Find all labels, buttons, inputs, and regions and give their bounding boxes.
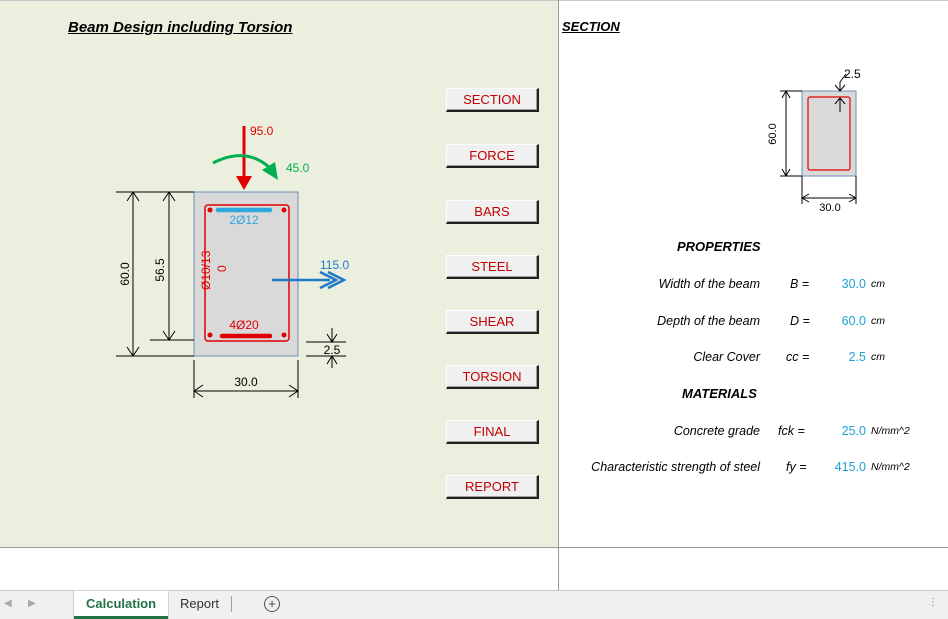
tab-report[interactable]: Report bbox=[168, 596, 233, 612]
material-value[interactable]: 415.0 bbox=[834, 460, 866, 474]
property-row-width: Width of the beam B = 30.0 cm bbox=[560, 277, 948, 295]
torsion-button[interactable]: TORSION bbox=[446, 365, 539, 389]
force-button[interactable]: FORCE bbox=[446, 144, 539, 168]
property-symbol: D = bbox=[790, 314, 810, 328]
column-divider bbox=[558, 0, 559, 590]
material-row-steel: Characteristic strength of steel fy = 41… bbox=[560, 460, 948, 478]
properties-heading: PROPERTIES bbox=[677, 239, 761, 254]
material-symbol: fy = bbox=[786, 460, 807, 474]
mini-height-label: 60.0 bbox=[767, 123, 779, 144]
mini-width-label: 30.0 bbox=[819, 202, 840, 214]
property-label: Clear Cover bbox=[693, 350, 760, 364]
property-value[interactable]: 30.0 bbox=[841, 277, 866, 291]
sheet-tab-bar: ◀ ▶ Calculation Report + ⋮ bbox=[0, 590, 948, 619]
shear-force-label: 115.0 bbox=[320, 258, 349, 272]
property-unit: cm bbox=[871, 351, 885, 363]
property-row-cover: Clear Cover cc = 2.5 cm bbox=[560, 350, 948, 368]
property-label: Depth of the beam bbox=[657, 314, 760, 328]
total-height-label: 60.0 bbox=[118, 262, 132, 286]
width-label: 30.0 bbox=[234, 375, 258, 389]
stirrup-label: Ø10/13 bbox=[199, 250, 213, 290]
cover-label: 2.5 bbox=[324, 343, 341, 357]
property-unit: cm bbox=[871, 278, 885, 290]
moment-label: 45.0 bbox=[286, 161, 310, 175]
property-symbol: B = bbox=[790, 277, 810, 291]
report-button[interactable]: REPORT bbox=[446, 475, 539, 499]
material-value[interactable]: 25.0 bbox=[841, 424, 866, 438]
stirrup-sub-label: 0 bbox=[215, 265, 229, 272]
bottom-bars-label: 4Ø20 bbox=[229, 318, 259, 332]
axial-force-label: 95.0 bbox=[250, 124, 274, 138]
top-bars-label: 2Ø12 bbox=[229, 213, 259, 227]
mini-cover-label: 2.5 bbox=[844, 67, 861, 81]
page-title: Beam Design including Torsion bbox=[68, 19, 293, 36]
material-symbol: fck = bbox=[778, 424, 805, 438]
section-title: SECTION bbox=[562, 19, 620, 34]
stirrup bbox=[204, 204, 290, 342]
material-unit: N/mm^2 bbox=[871, 425, 910, 437]
add-sheet-icon[interactable]: + bbox=[264, 596, 280, 612]
mini-section-diagram: 2.5 60.0 30.0 bbox=[767, 67, 861, 214]
effective-depth-label: 56.5 bbox=[153, 258, 167, 282]
scroll-right-icon[interactable]: ▶ bbox=[28, 598, 36, 609]
concrete-section bbox=[193, 191, 299, 357]
more-options-icon[interactable]: ⋮ bbox=[928, 597, 938, 608]
material-label: Characteristic strength of steel bbox=[591, 460, 760, 474]
final-button[interactable]: FINAL bbox=[446, 420, 539, 444]
property-value[interactable]: 60.0 bbox=[841, 314, 866, 328]
material-unit: N/mm^2 bbox=[871, 461, 910, 473]
property-label: Width of the beam bbox=[658, 277, 760, 291]
beam-section-diagram: 2Ø12 4Ø20 Ø10/13 0 60.0 56.5 30.0 2.5 95… bbox=[116, 124, 349, 398]
property-unit: cm bbox=[871, 315, 885, 327]
property-row-depth: Depth of the beam D = 60.0 cm bbox=[560, 314, 948, 332]
materials-heading: MATERIALS bbox=[682, 386, 757, 401]
scroll-left-icon[interactable]: ◀ bbox=[4, 598, 12, 609]
property-symbol: cc = bbox=[786, 350, 810, 364]
property-value[interactable]: 2.5 bbox=[848, 350, 866, 364]
material-row-concrete: Concrete grade fck = 25.0 N/mm^2 bbox=[560, 424, 948, 442]
bars-button[interactable]: BARS bbox=[446, 200, 539, 224]
section-button[interactable]: SECTION bbox=[446, 88, 539, 112]
material-label: Concrete grade bbox=[673, 424, 760, 438]
shear-button[interactable]: SHEAR bbox=[446, 310, 539, 334]
row-divider bbox=[0, 547, 948, 548]
section-panel bbox=[559, 0, 948, 548]
steel-button[interactable]: STEEL bbox=[446, 255, 539, 279]
tab-calculation[interactable]: Calculation bbox=[74, 591, 169, 619]
